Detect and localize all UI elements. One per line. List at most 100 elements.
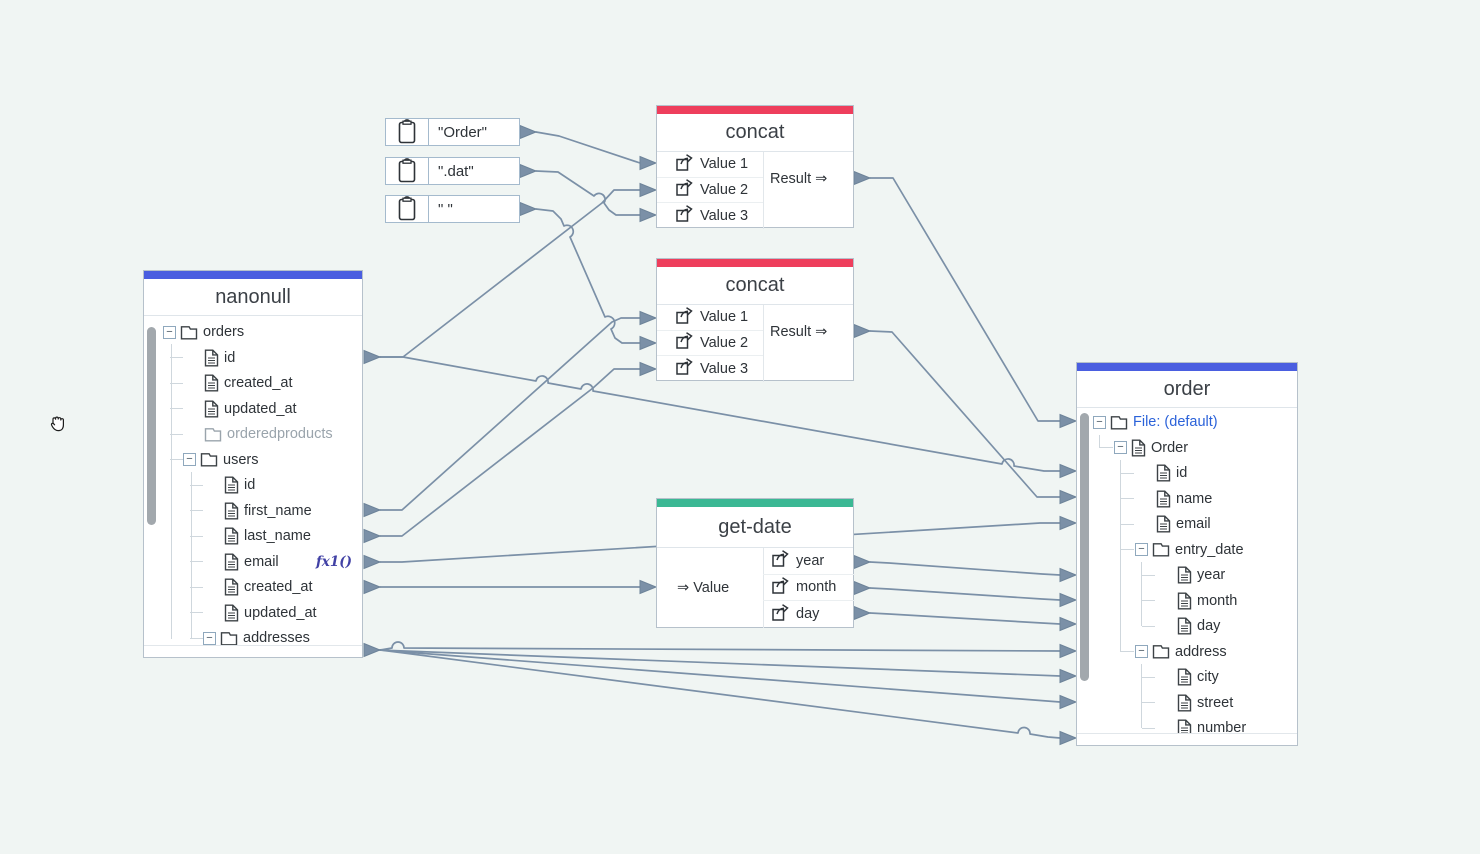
port-concat1-result-out[interactable] [853, 170, 872, 186]
target-item-email[interactable]: email [1135, 512, 1293, 537]
target-item-file-default-[interactable]: −File: (default) [1093, 410, 1293, 435]
connection-users-addresses-to-order-address[interactable] [379, 641, 1061, 652]
source-item-updated-at[interactable]: updated_at [183, 396, 358, 421]
port-const-space-out[interactable] [519, 201, 538, 217]
output-row-result[interactable]: Result ⇒ [770, 171, 828, 187]
collapse-expander-icon[interactable]: − [1135, 543, 1148, 556]
port-getdate-year-out[interactable] [853, 554, 872, 570]
collapse-expander-icon[interactable]: − [163, 325, 176, 339]
target-item-day[interactable]: day [1156, 614, 1293, 639]
connection-users-addresses-to-order-number[interactable] [379, 649, 1061, 739]
collapse-expander-icon[interactable]: − [183, 453, 196, 466]
port-order-file-in[interactable] [1059, 413, 1078, 429]
port-nanonull-last-name-out[interactable] [363, 528, 382, 544]
collapse-expander-icon[interactable]: − [1114, 441, 1127, 454]
port-getdate-value-in[interactable] [639, 579, 658, 595]
source-item-id[interactable]: id [203, 473, 358, 498]
input-row-value1[interactable]: Value 1 [657, 305, 763, 331]
collapse-expander-icon[interactable]: − [203, 631, 216, 645]
port-nanonull-first-name-out[interactable] [363, 502, 382, 518]
port-const-order-out[interactable] [519, 124, 538, 140]
connection-getdate-year-to-order-year[interactable] [869, 561, 1061, 576]
target-item-id[interactable]: id [1135, 461, 1293, 486]
connection-getdate-day-to-order-day[interactable] [869, 612, 1061, 625]
connection-concat2-result-to-order-name[interactable] [869, 330, 1061, 498]
input-row-value2[interactable]: Value 2 [657, 178, 763, 204]
constant-order[interactable]: "Order" [385, 118, 520, 146]
connection-getdate-month-to-order-month[interactable] [869, 587, 1061, 601]
source-item-last-name[interactable]: last_name [203, 524, 358, 549]
vertical-scrollbar[interactable] [1080, 413, 1089, 681]
connection-const-order-to-concat1-value1[interactable] [535, 131, 641, 164]
input-row-value3[interactable]: Value 3 [657, 356, 763, 382]
port-order-email-in[interactable] [1059, 515, 1078, 531]
collapse-expander-icon[interactable]: − [1135, 645, 1148, 658]
constant-dat[interactable]: ".dat" [385, 157, 520, 185]
source-item-orders[interactable]: −orders [163, 320, 358, 345]
constant-space[interactable]: " " [385, 195, 520, 223]
connection-const-space-to-concat2-value2[interactable] [535, 208, 641, 344]
source-item-id[interactable]: id [183, 345, 358, 370]
port-getdate-day-out[interactable] [853, 605, 872, 621]
target-item-name[interactable]: name [1135, 486, 1293, 511]
target-item-number[interactable]: number [1156, 716, 1293, 741]
target-item-city[interactable]: city [1156, 665, 1293, 690]
target-item-entry-date[interactable]: −entry_date [1135, 537, 1293, 562]
target-item-street[interactable]: street [1156, 690, 1293, 715]
target-item-address[interactable]: −address [1135, 639, 1293, 664]
port-order-day-in[interactable] [1059, 616, 1078, 632]
input-row-value[interactable]: ⇒ Value [677, 580, 730, 596]
source-item-created-at[interactable]: created_at [203, 575, 358, 600]
connection-const-dat-to-concat1-value3[interactable] [535, 170, 641, 216]
horizontal-scroll-strip[interactable] [144, 645, 362, 657]
port-concat2-value3-in[interactable] [639, 361, 658, 377]
input-row-value2[interactable]: Value 2 [657, 331, 763, 357]
function-concat-1[interactable]: concat Value 1 Value 2 Value 3 Result ⇒ [656, 105, 854, 229]
port-nanonull-email-out[interactable] [363, 554, 382, 570]
port-concat1-value1-in[interactable] [639, 155, 658, 171]
source-item-first-name[interactable]: first_name [203, 498, 358, 523]
target-item-order[interactable]: −Order [1114, 435, 1293, 460]
connection-users-first-name-to-concat2-value1[interactable] [379, 317, 641, 511]
port-concat2-value1-in[interactable] [639, 310, 658, 326]
port-concat1-value3-in[interactable] [639, 207, 658, 223]
port-order-id-in[interactable] [1059, 463, 1078, 479]
port-order-name-in[interactable] [1059, 489, 1078, 505]
port-order-year-in[interactable] [1059, 567, 1078, 583]
port-concat2-result-out[interactable] [853, 323, 872, 339]
horizontal-scroll-strip[interactable] [1077, 733, 1297, 745]
output-row-year[interactable]: year [763, 548, 855, 575]
port-order-address-in[interactable] [1059, 643, 1078, 659]
function-get-date[interactable]: get-date ⇒ Value year month day [656, 498, 855, 628]
connection-concat1-result-to-order-file[interactable] [869, 177, 1061, 422]
port-order-street-in[interactable] [1059, 694, 1078, 710]
source-item-updated-at[interactable]: updated_at [203, 600, 358, 625]
port-concat2-value2-in[interactable] [639, 335, 658, 351]
function-concat-2[interactable]: concat Value 1 Value 2 Value 3 Result ⇒ [656, 258, 854, 382]
input-row-value3[interactable]: Value 3 [657, 203, 763, 229]
source-item-users[interactable]: −users [183, 447, 358, 472]
collapse-expander-icon[interactable]: − [1093, 415, 1106, 429]
target-item-year[interactable]: year [1156, 563, 1293, 588]
port-const-dat-out[interactable] [519, 163, 538, 179]
connection-users-last-name-to-concat2-value3[interactable] [379, 368, 641, 537]
output-row-result[interactable]: Result ⇒ [770, 324, 828, 340]
port-nanonull-created-at-out[interactable] [363, 579, 382, 595]
port-order-number-in[interactable] [1059, 730, 1078, 746]
input-row-value1[interactable]: Value 1 [657, 152, 763, 178]
fx-function-badge[interactable]: fx1() [315, 553, 352, 570]
port-order-month-in[interactable] [1059, 592, 1078, 608]
output-row-day[interactable]: day [763, 601, 855, 628]
source-item-orderedproducts[interactable]: orderedproducts [183, 422, 358, 447]
port-nanonull-orders-id-out[interactable] [363, 349, 382, 365]
output-row-month[interactable]: month [763, 575, 855, 602]
port-nanonull-addresses-out[interactable] [363, 642, 382, 658]
connection-orders-id-to-order-id[interactable] [379, 356, 1061, 472]
source-item-addresses[interactable]: −addresses [203, 626, 358, 651]
port-getdate-month-out[interactable] [853, 580, 872, 596]
source-item-created-at[interactable]: created_at [183, 371, 358, 396]
